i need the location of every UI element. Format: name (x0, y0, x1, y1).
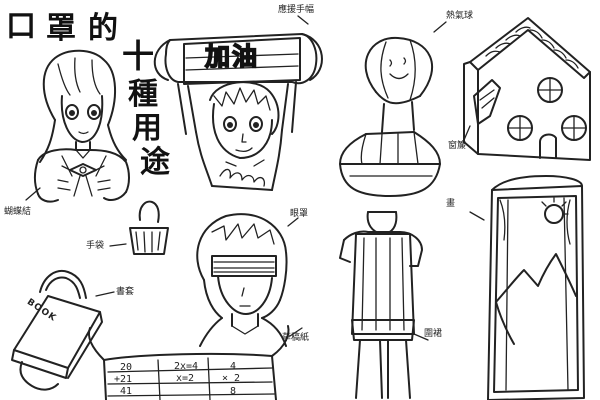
book-cover-drawing (11, 270, 115, 391)
scratch-row1-col3: 4 (230, 361, 237, 372)
cheer-sign-text: 加油 (204, 42, 260, 71)
title-char-4: 十 (122, 37, 155, 75)
scratch-row2-col2: x=2 (176, 373, 195, 384)
title-char-2: 罩 (46, 11, 76, 46)
scratch-row3-col3: 8 (230, 386, 237, 397)
scratch-row1-col1: 20 (120, 362, 133, 373)
handbag-drawing (109, 200, 169, 255)
cheer-sign-boy-drawing (153, 15, 323, 191)
label-book-cover: 書套 (116, 287, 135, 297)
scratch-row2-col1: +21 (114, 374, 133, 385)
girl-bow-tie-figure (25, 49, 130, 203)
painting-drawing (469, 175, 585, 400)
title-char-6: 用 (132, 111, 162, 146)
scratch-row3-col1: 41 (120, 386, 133, 397)
title-char-1: 口 (6, 9, 36, 44)
label-curtain: 窗簾 (448, 141, 467, 151)
label-cheer-sign: 應援手幅 (278, 5, 315, 15)
hot-air-balloon-drawing (339, 21, 447, 197)
label-apron: 圍裙 (424, 329, 443, 339)
scratch-row1-col2: 2x=4 (174, 361, 199, 372)
house-curtain-drawing (463, 17, 591, 161)
scratch-paper-drawing (88, 325, 303, 400)
label-painting: 畫 (446, 199, 456, 209)
apron-drawing (339, 211, 429, 399)
label-hot-air-balloon: 熱氣球 (446, 11, 474, 21)
label-blindfold: 眼罩 (290, 209, 309, 219)
title-char-7: 途 (140, 145, 170, 180)
label-handbag: 手袋 (86, 241, 105, 251)
scratch-row2-col3: × 2 (222, 373, 241, 384)
title-char-5: 種 (128, 77, 158, 112)
label-bow-tie: 蝴蝶結 (4, 207, 32, 217)
title-char-3: 的 (88, 11, 118, 46)
label-scratch-paper: 草稿紙 (282, 333, 310, 343)
blindfold-girl-drawing (196, 213, 299, 347)
